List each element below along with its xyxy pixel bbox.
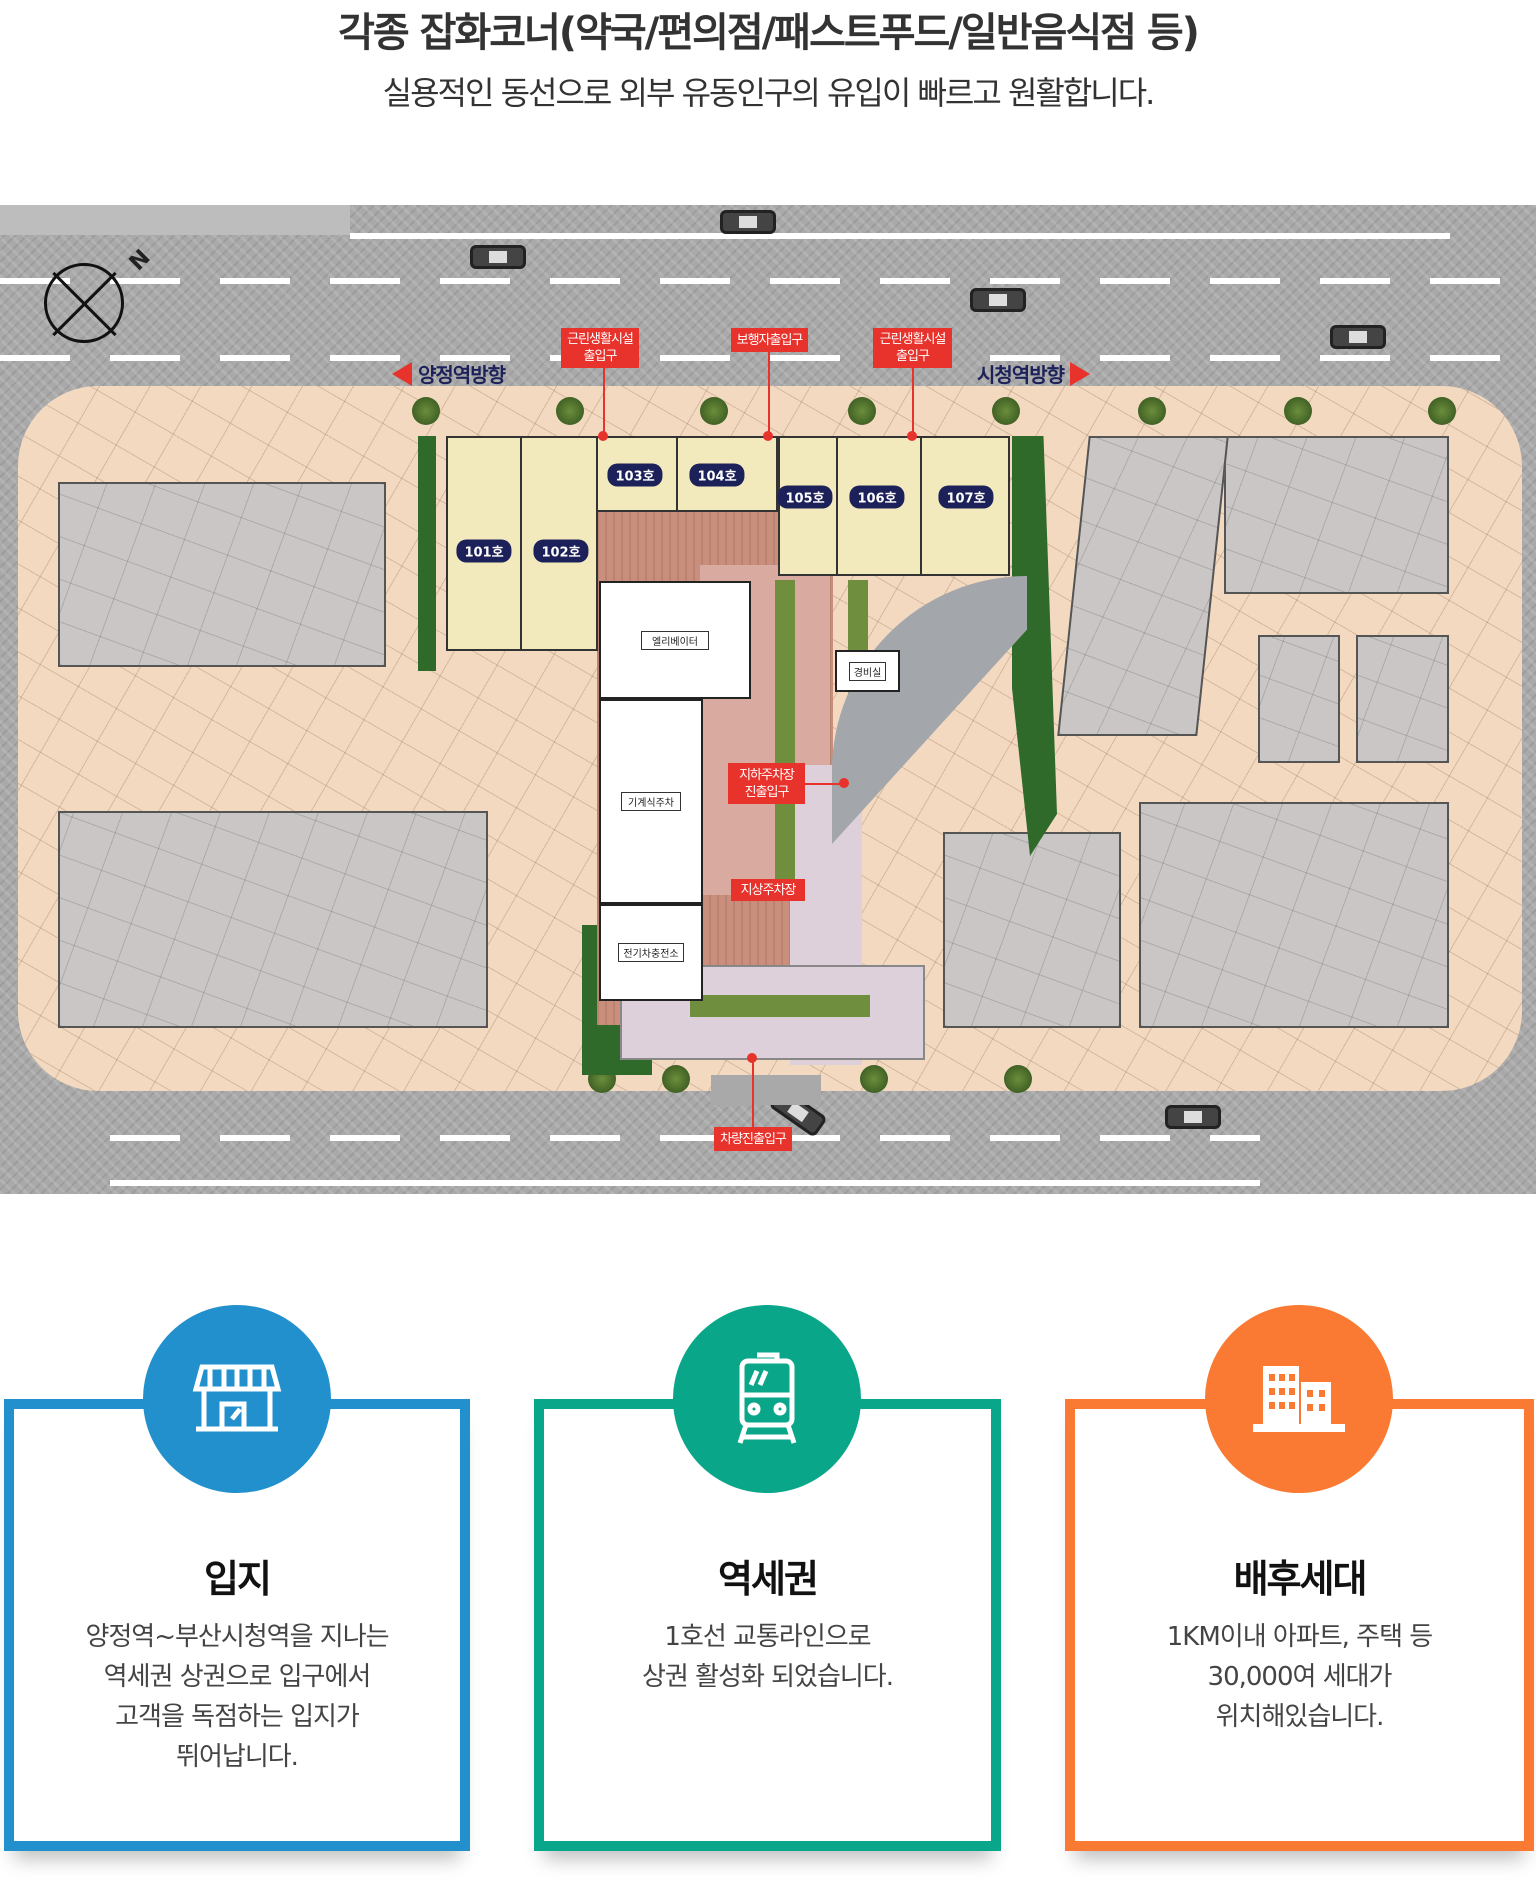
tree [556, 397, 584, 425]
tree [412, 397, 440, 425]
label-pedestrian-entrance: 보행자출입구 [731, 328, 808, 352]
lane-dashes [110, 1135, 1260, 1141]
road-edge-line [350, 233, 1450, 239]
neighbor-building [58, 482, 386, 667]
car [470, 245, 526, 269]
elevator-room: 엘리베이터 [599, 581, 751, 699]
direction-label: 양정역방향 [418, 363, 506, 387]
pointer-line [768, 352, 770, 436]
card-title: 배후세대 [1233, 1557, 1368, 1601]
label-shop-entrance-2: 근린생활시설 출입구 [873, 328, 952, 368]
card-line: 고객을 독점하는 입지가 [115, 1702, 360, 1732]
label-surface-parking: 지상주차장 [731, 879, 805, 901]
unit-badge: 104호 [689, 463, 745, 487]
pointer-line [603, 368, 605, 436]
label-shop-entrance-1: 근린생활시설 출입구 [561, 328, 639, 368]
unit-badge: 105호 [777, 485, 833, 509]
card-line: 1호선 교통라인으로 [664, 1622, 871, 1652]
neighbor-building [1224, 436, 1449, 594]
neighbor-building [943, 832, 1121, 1028]
card-line: 양정역~부산시청역을 지나는 [85, 1622, 389, 1652]
mech-parking-label: 기계식주차 [621, 792, 681, 811]
card-text: 양정역~부산시청역을 지나는 역세권 상권으로 입구에서 고객을 독점하는 입지… [4, 1617, 470, 1777]
unit-badge: 103호 [607, 463, 663, 487]
neighbor-building [1258, 635, 1340, 763]
neighbor-building [58, 811, 488, 1028]
direction-yangjeong: 양정역방향 [392, 359, 506, 388]
label-vehicle-entrance: 차량진출입구 [714, 1127, 792, 1151]
tree [1284, 397, 1312, 425]
unit-badge: 101호 [456, 539, 512, 563]
green-strip [418, 436, 436, 671]
arrow-left-icon [392, 361, 412, 386]
unit-badge: 107호 [938, 485, 994, 509]
top-left-block [0, 205, 350, 235]
compass-icon: N [44, 245, 156, 343]
train-icon [673, 1305, 861, 1493]
car [1165, 1105, 1221, 1129]
card-line: 30,000여 세대가 [1207, 1662, 1393, 1692]
tree [992, 397, 1020, 425]
entrance-pin [763, 431, 773, 441]
page-title: 각종 잡화코너(약국/편의점/패스트푸드/일반음식점 등) [338, 10, 1200, 56]
unit-badge: 102호 [533, 539, 589, 563]
label-underground-parking: 지하주차장 진출입구 [728, 763, 805, 804]
card-title: 입지 [204, 1557, 272, 1601]
entrance-pin [747, 1053, 757, 1063]
tree [848, 397, 876, 425]
compass-north-label: N [124, 245, 156, 276]
site-map: N 양정역방향 시청역방향 101호 102호 103호 104호 105호 1… [0, 205, 1536, 1194]
planter [690, 995, 870, 1017]
card-line: 위치해있습니다. [1215, 1702, 1385, 1732]
mechanical-parking: 기계식주차 [599, 699, 703, 904]
building-icon [1205, 1305, 1393, 1493]
guard-room: 경비실 [835, 650, 900, 692]
pointer-line [752, 1057, 754, 1127]
tree [1428, 397, 1456, 425]
card-title: 역세권 [718, 1557, 819, 1601]
entrance-pin [839, 778, 849, 788]
ev-charging: 전기차충전소 [599, 904, 703, 1001]
neighbor-building [1356, 635, 1449, 763]
car [720, 210, 776, 234]
pointer-line [805, 783, 845, 785]
card-line: 상권 활성화 되었습니다. [642, 1662, 894, 1692]
ev-charging-label: 전기차충전소 [618, 943, 684, 962]
planter [775, 580, 795, 880]
tree [662, 1065, 690, 1093]
card-text: 1KM이내 아파트, 주택 등 30,000여 세대가 위치해있습니다. [1065, 1617, 1534, 1737]
unit-badge: 106호 [849, 485, 905, 509]
car [1330, 325, 1386, 349]
tree [1138, 397, 1166, 425]
guard-label: 경비실 [848, 661, 887, 681]
card-text: 1호선 교통라인으로 상권 활성화 되었습니다. [534, 1617, 1001, 1697]
store-icon [143, 1305, 331, 1493]
page-subtitle: 실용적인 동선으로 외부 유동인구의 유입이 빠르고 원활합니다. [382, 74, 1156, 112]
road-edge-line [110, 1180, 1260, 1186]
tree [1004, 1065, 1032, 1093]
tree [860, 1065, 888, 1093]
pointer-line [912, 368, 914, 436]
entrance-pin [598, 431, 608, 441]
direction-label: 시청역방향 [977, 363, 1065, 387]
car [970, 288, 1026, 312]
card-line: 1KM이내 아파트, 주택 등 [1166, 1622, 1433, 1652]
driveway [711, 1075, 821, 1105]
lane-dashes [0, 278, 1536, 284]
card-line: 역세권 상권으로 입구에서 [103, 1662, 372, 1692]
arrow-right-icon [1070, 361, 1090, 386]
direction-cityhall: 시청역방향 [977, 359, 1090, 388]
entrance-pin [907, 431, 917, 441]
elevator-label: 엘리베이터 [641, 630, 709, 650]
tree [700, 397, 728, 425]
neighbor-building [1139, 802, 1449, 1028]
card-line: 뛰어납니다. [176, 1742, 299, 1772]
